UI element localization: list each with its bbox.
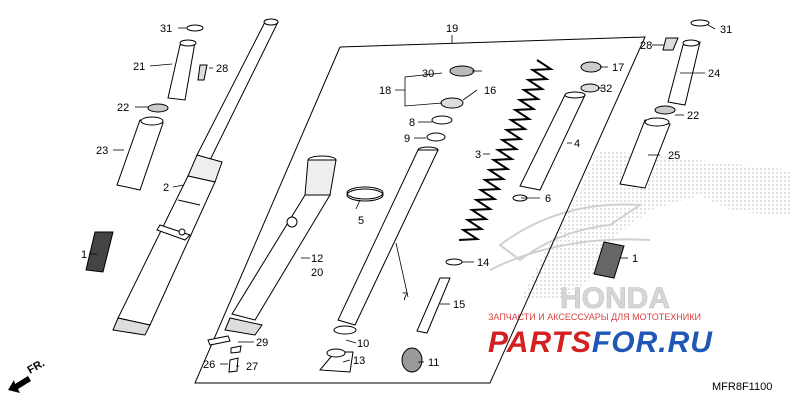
callout-29: 29 <box>256 337 268 349</box>
callout-numbers: 31 21 28 22 23 2 1 19 30 18 16 8 9 3 5 1… <box>81 23 732 373</box>
callout-16: 16 <box>484 85 496 97</box>
callout-2: 2 <box>163 182 169 194</box>
front-direction-indicator: FR. <box>8 357 47 393</box>
callout-32: 32 <box>600 83 612 95</box>
callout-6: 6 <box>545 193 551 205</box>
watermark-caption: ЗАПЧАСТИ И АКСЕССУАРЫ ДЛЯ МОТОТЕХНИКИ <box>488 312 701 322</box>
watermark-brand-red: PARTS <box>488 326 592 359</box>
honda-logo-text: HONDA <box>560 282 670 315</box>
callout-14: 14 <box>477 257 489 269</box>
callout-17: 17 <box>612 62 624 74</box>
callout-7: 7 <box>402 291 408 303</box>
callout-30: 30 <box>422 68 434 80</box>
callout-19: 19 <box>446 23 458 35</box>
callout-1-left: 1 <box>81 249 87 261</box>
callout-23: 23 <box>96 145 108 157</box>
leader-lines <box>89 24 716 367</box>
callout-28-right: 28 <box>640 40 652 52</box>
callout-12: 12 <box>311 253 323 265</box>
callout-25: 25 <box>668 150 680 162</box>
watermark-brand-blue: FOR.RU <box>592 326 713 359</box>
callout-11: 11 <box>428 357 439 369</box>
callout-24: 24 <box>708 68 720 80</box>
center-outer-tube <box>224 155 384 336</box>
callout-13: 13 <box>353 355 365 367</box>
callout-27: 27 <box>246 361 258 373</box>
callout-31-left: 31 <box>160 23 172 35</box>
damper-cartridge <box>318 65 475 373</box>
direction-label: FR. <box>26 357 47 376</box>
callout-3: 3 <box>475 149 481 161</box>
diagram-code: MFR8F1100 <box>712 381 772 393</box>
callout-1-right: 1 <box>632 253 638 265</box>
right-small-parts <box>512 19 710 279</box>
callout-22-left: 22 <box>117 102 129 114</box>
callout-5: 5 <box>358 215 364 227</box>
bolts-lower <box>207 335 242 373</box>
callout-26: 26 <box>203 359 215 371</box>
callout-15: 15 <box>453 299 465 311</box>
svg-text:PARTSFOR.RU: PARTSFOR.RU <box>488 326 713 359</box>
callout-21: 21 <box>133 61 145 73</box>
callout-8: 8 <box>409 117 415 129</box>
callout-28-left: 28 <box>216 63 228 75</box>
parts-watermark: ЗАПЧАСТИ И АКСЕССУАРЫ ДЛЯ МОТОТЕХНИКИ PA… <box>488 312 713 359</box>
fork-spring <box>458 59 554 241</box>
direction-arrow-icon <box>8 376 31 393</box>
callout-22-right: 22 <box>687 110 699 122</box>
left-small-parts <box>85 24 208 273</box>
assembly-frame <box>194 36 646 384</box>
left-fork-assembly <box>112 18 279 336</box>
callout-20: 20 <box>311 267 323 279</box>
callout-18: 18 <box>379 85 391 97</box>
callout-10: 10 <box>357 338 369 350</box>
callout-4: 4 <box>574 138 580 150</box>
callout-31-right: 31 <box>720 24 732 36</box>
callout-9: 9 <box>404 133 410 145</box>
honda-wing-logo: HONDA <box>489 150 790 315</box>
